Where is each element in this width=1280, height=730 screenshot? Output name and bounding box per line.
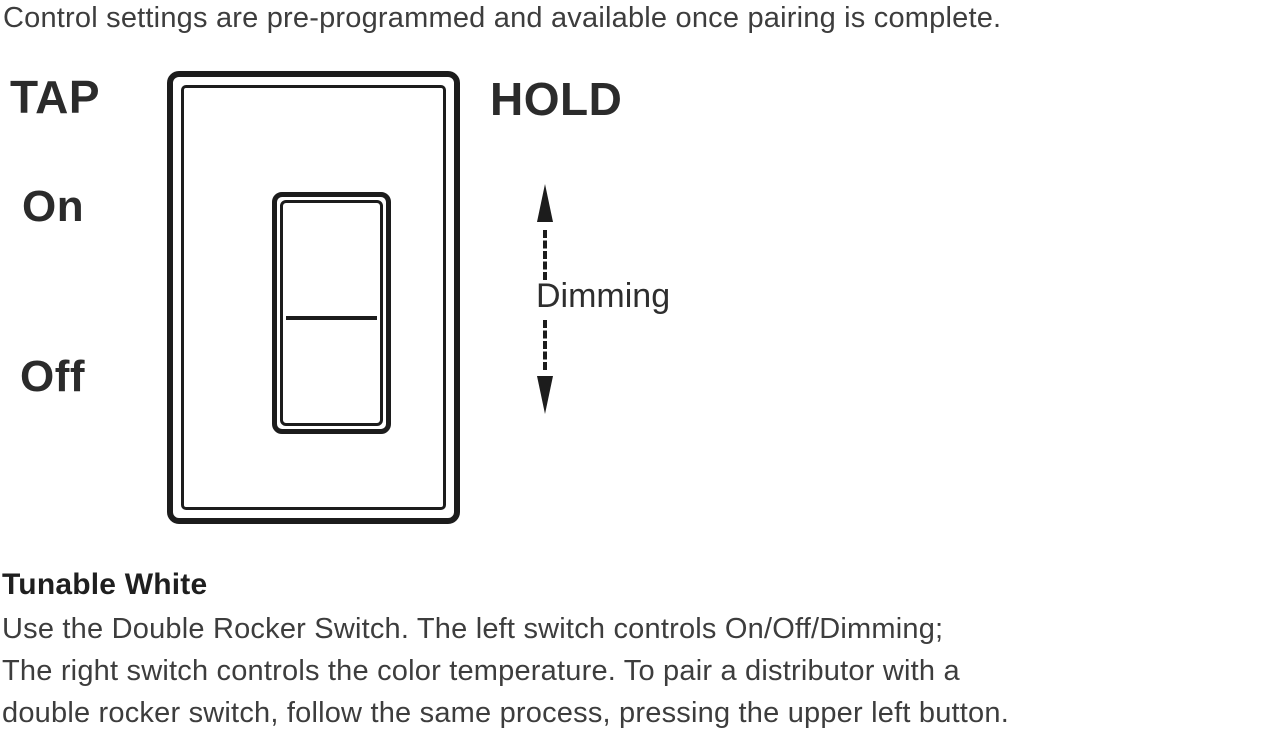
hold-label: HOLD <box>490 73 623 125</box>
arrow-down-icon <box>537 376 553 414</box>
rocker-switch-inner-line <box>280 200 383 426</box>
section-heading: Tunable White <box>2 568 208 601</box>
arrow-up-icon <box>537 184 553 222</box>
rocker-divider-line <box>286 316 377 320</box>
dashed-line-top <box>543 230 547 280</box>
rocker-switch <box>272 192 391 434</box>
body-line: The right switch controls the color temp… <box>2 655 960 687</box>
on-label: On <box>22 182 85 231</box>
switch-plate <box>167 71 460 524</box>
dashed-line-bottom <box>543 320 547 370</box>
switch-plate-inner-line <box>181 85 446 510</box>
intro-text: Control settings are pre-programmed and … <box>3 2 1002 34</box>
body-line: Use the Double Rocker Switch. The left s… <box>2 613 944 645</box>
off-label: Off <box>20 352 86 401</box>
section-body: Use the Double Rocker Switch. The left s… <box>2 608 1009 730</box>
tap-label: TAP <box>10 71 101 123</box>
dimming-arrow <box>536 184 554 414</box>
dimming-label: Dimming <box>536 277 671 315</box>
body-line: double rocker switch, follow the same pr… <box>2 697 1009 729</box>
